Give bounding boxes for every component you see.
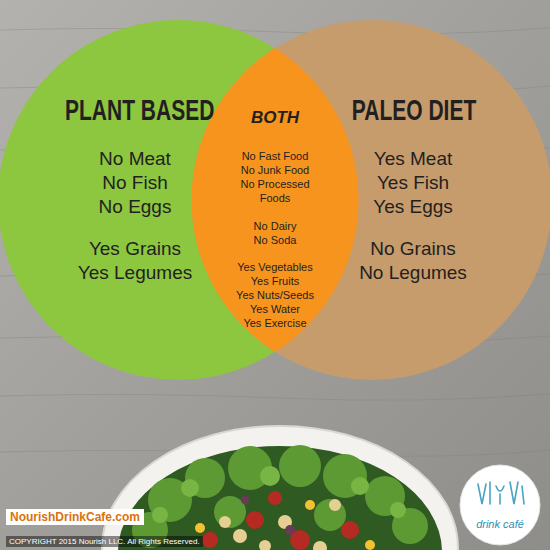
- text-slot: Yes Nuts/Seeds: [210, 288, 340, 302]
- text-slot: Yes Grains: [55, 237, 215, 261]
- diet-item: Yes Eggs: [338, 195, 488, 219]
- text-slot: No Fast Food: [210, 149, 340, 163]
- text-slot: Yes Fruits: [210, 274, 340, 288]
- text-slot: Yes Water: [210, 302, 340, 316]
- shared-item: Yes Vegetables: [210, 260, 340, 274]
- cafe-logo: [460, 465, 540, 545]
- text-slot: Yes Legumes: [55, 261, 215, 285]
- website-label: NourishDrinkCafe.com: [6, 509, 144, 525]
- circle-heading: PLANT BASED: [65, 92, 205, 128]
- shared-item: Yes Nuts/Seeds: [210, 288, 340, 302]
- text-slot: No Grains: [338, 237, 488, 261]
- text-slot: BOTH: [225, 108, 325, 128]
- diet-item: No Grains: [338, 237, 488, 261]
- shared-item: Yes Exercise: [210, 316, 340, 330]
- shared-item: No Processed Foods: [228, 177, 322, 205]
- shared-item: No Fast Food: [210, 149, 340, 163]
- text-slot: No Soda: [210, 233, 340, 247]
- label-slot: NourishDrinkCafe.com: [6, 507, 144, 525]
- diet-item: No Legumes: [338, 261, 488, 285]
- logo-text: drink café: [476, 518, 524, 530]
- text-slot: PLANT BASED: [35, 92, 235, 128]
- text-slot: PALEO DIET: [314, 92, 514, 128]
- text-slot: Yes Eggs: [338, 195, 488, 219]
- paleo-diet-circle-fill: [192, 20, 550, 380]
- text-slot: Yes Meat: [338, 147, 488, 171]
- overlap-heading: BOTH: [225, 108, 325, 128]
- circle-heading: PALEO DIET: [344, 92, 484, 128]
- text-slot: No Meat: [55, 147, 215, 171]
- shared-item: Yes Water: [210, 302, 340, 316]
- both-overlap-fill: [191, 48, 358, 352]
- text-slot: No Junk Food: [210, 163, 340, 177]
- diet-item: No Eggs: [55, 195, 215, 219]
- diet-item: Yes Legumes: [55, 261, 215, 285]
- text-slot: No Fish: [55, 171, 215, 195]
- diet-item: No Meat: [55, 147, 215, 171]
- text-slot: No Eggs: [55, 195, 215, 219]
- text-slot: Yes Vegetables: [210, 260, 340, 274]
- diet-item: Yes Meat: [338, 147, 488, 171]
- text-slot: Yes Exercise: [210, 316, 340, 330]
- diet-item: No Fish: [55, 171, 215, 195]
- shared-item: No Dairy: [210, 219, 340, 233]
- shared-item: Yes Fruits: [210, 274, 340, 288]
- label-slot: drink café: [460, 514, 540, 532]
- copyright-note: COPYRIGHT 2015 Nourish LLC. All Rights R…: [6, 536, 203, 547]
- diet-item: Yes Fish: [338, 171, 488, 195]
- text-slot: No Legumes: [338, 261, 488, 285]
- label-slot: COPYRIGHT 2015 Nourish LLC. All Rights R…: [6, 530, 203, 548]
- text-slot: No Dairy: [210, 219, 340, 233]
- salad-bowl: [102, 426, 458, 550]
- shared-item: No Junk Food: [210, 163, 340, 177]
- text-slot: Yes Fish: [338, 171, 488, 195]
- text-slot: No Processed Foods: [228, 177, 322, 205]
- both-overlap: BOTH No Fast FoodNo Junk FoodNo Processed…: [192, 48, 358, 352]
- shared-item: No Soda: [210, 233, 340, 247]
- diet-item: Yes Grains: [55, 237, 215, 261]
- plant-based-circle-fill: [0, 20, 358, 380]
